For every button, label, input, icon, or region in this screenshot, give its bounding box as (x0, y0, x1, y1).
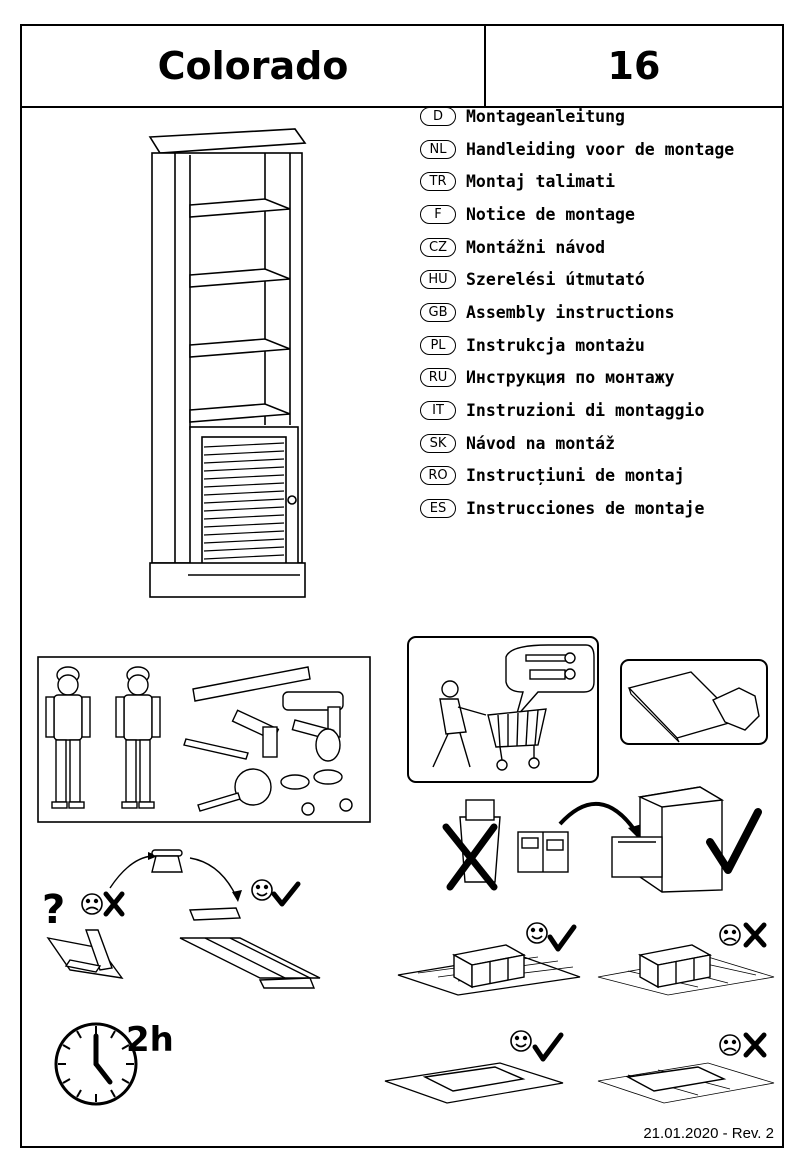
language-item: TR Montaj talimati (420, 165, 765, 198)
language-code: TR (420, 172, 456, 192)
keep-instructions-panel (442, 786, 762, 893)
workers-and-tools-panel (37, 656, 371, 823)
language-text: Návod na montáž (466, 433, 616, 453)
language-item: IT Instruzioni di montaggio (420, 394, 765, 427)
check-icon (271, 881, 301, 907)
language-code: SK (420, 433, 456, 453)
pencil-icon (183, 738, 249, 760)
cabinet-illustration (148, 128, 307, 598)
language-item: GB Assembly instructions (420, 296, 765, 329)
smile-face-icon (510, 1030, 532, 1052)
language-code: D (420, 106, 456, 126)
check-icon (547, 924, 577, 952)
language-item: NL Handleiding voor de montage (420, 133, 765, 166)
floor-protection-bad (597, 922, 775, 996)
language-list: D Montageanleitung NL Handleiding voor de … (420, 100, 765, 525)
language-text: Instruzioni di montaggio (466, 401, 705, 421)
screw-icon (525, 652, 576, 664)
language-item: ES Instrucciones de montaje (420, 492, 765, 525)
smile-face-icon (526, 922, 548, 944)
glove-icon (712, 687, 760, 731)
language-code: NL (420, 139, 456, 159)
panel-on-floor-bad (597, 1032, 775, 1104)
cross-icon (103, 891, 125, 917)
revision-date: 21.01.2020 - Rev. 2 (643, 1125, 774, 1142)
dowel-icon (529, 668, 576, 680)
language-code: HU (420, 270, 456, 290)
language-text: Instrukcja montażu (466, 335, 645, 355)
worker-icon (115, 666, 161, 809)
sad-face-icon (719, 1034, 741, 1056)
language-item: RO Instrucțiuni de montaj (420, 460, 765, 493)
worker-icon (45, 666, 91, 809)
language-code: F (420, 204, 456, 224)
question-mark: ? (42, 887, 65, 933)
language-text: Montaj talimati (466, 172, 616, 192)
language-code: CZ (420, 237, 456, 257)
no-icon (442, 823, 498, 891)
language-text: Montageanleitung (466, 106, 625, 126)
cross-icon (743, 1032, 767, 1058)
language-code: IT (420, 401, 456, 421)
language-text: Handleiding voor de montage (466, 139, 735, 159)
check-icon (532, 1032, 564, 1062)
language-text: Szerelési útmutató (466, 270, 645, 290)
check-icon (706, 808, 762, 874)
language-code: GB (420, 302, 456, 322)
filing-cabinet-icon (611, 786, 725, 893)
manual-icon (517, 831, 569, 873)
language-code: ES (420, 499, 456, 519)
cross-icon (743, 922, 767, 948)
language-text: Instrucțiuni de montaj (466, 466, 685, 486)
language-item: PL Instrukcja montażu (420, 329, 765, 362)
language-text: Assembly instructions (466, 302, 675, 322)
language-code: PL (420, 335, 456, 355)
floor-protection-good (397, 922, 581, 996)
language-text: Montážni návod (466, 237, 606, 257)
smile-face-icon (251, 879, 273, 901)
phone-icon (151, 849, 183, 873)
page-frame: Colorado 16 21.01.2020 - Rev. 2 (20, 24, 784, 1148)
level-tool-icon (192, 666, 311, 702)
loose-parts-icon (46, 929, 124, 979)
language-text: Instrucciones de montaje (466, 499, 705, 519)
language-code: RO (420, 466, 456, 486)
language-item: CZ Montážni návod (420, 231, 765, 264)
assembly-duration: 2h (126, 1020, 174, 1060)
shopper-icon (432, 680, 487, 768)
language-text: Инструкция по монтажу (466, 368, 675, 388)
language-item: D Montageanleitung (420, 100, 765, 133)
product-number: 16 (607, 44, 661, 88)
screwdriver-icon (280, 774, 310, 790)
language-item: RU Инструкция по монтажу (420, 362, 765, 395)
contact-support-sequence: ? (42, 849, 321, 989)
language-code: RU (420, 368, 456, 388)
language-item: SK Návod na montáž (420, 427, 765, 460)
language-text: Notice de montage (466, 204, 635, 224)
tape-measure-icon (234, 768, 272, 806)
product-title: Colorado (22, 26, 486, 106)
surface-care-panel (620, 659, 768, 745)
sad-face-icon (719, 924, 741, 946)
shopping-cart-panel (407, 636, 599, 783)
clock-icon (54, 1022, 138, 1106)
header: Colorado 16 (22, 26, 782, 108)
language-item: HU Szerelési útmutató (420, 263, 765, 296)
drill-icon (282, 691, 344, 711)
language-item: F Notice de montage (420, 198, 765, 231)
screwdriver-icon (313, 769, 343, 785)
sorted-parts-icon (179, 907, 321, 989)
panel-on-carpet-good (384, 1030, 564, 1104)
cart-icon (487, 708, 547, 771)
sad-face-icon (81, 893, 103, 915)
